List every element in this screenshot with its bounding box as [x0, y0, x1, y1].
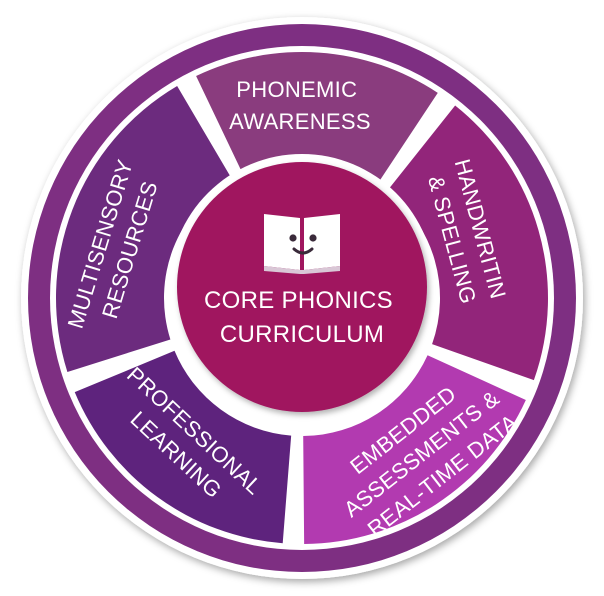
segment-handwriting-spelling — [387, 105, 548, 381]
center-title-line-2: CURRICULUM — [220, 321, 384, 348]
smiling-book-icon — [264, 214, 340, 274]
center-hub — [177, 162, 427, 412]
segments-group — [56, 52, 548, 544]
label-phonemic-awareness: PHONEMIC AWARENESS — [229, 77, 371, 134]
label-line: PHONEMIC — [236, 77, 357, 102]
label-line: AWARENESS — [229, 109, 371, 134]
center-title-line-1: CORE PHONICS — [204, 287, 393, 314]
center-title: CORE PHONICS CURRICULUM — [204, 287, 400, 348]
segment-multisensory-resources — [56, 86, 232, 372]
segment-embedded-assessments — [303, 355, 526, 544]
segment-phonemic-awareness — [196, 52, 438, 183]
segment-professional-learning — [74, 350, 292, 544]
